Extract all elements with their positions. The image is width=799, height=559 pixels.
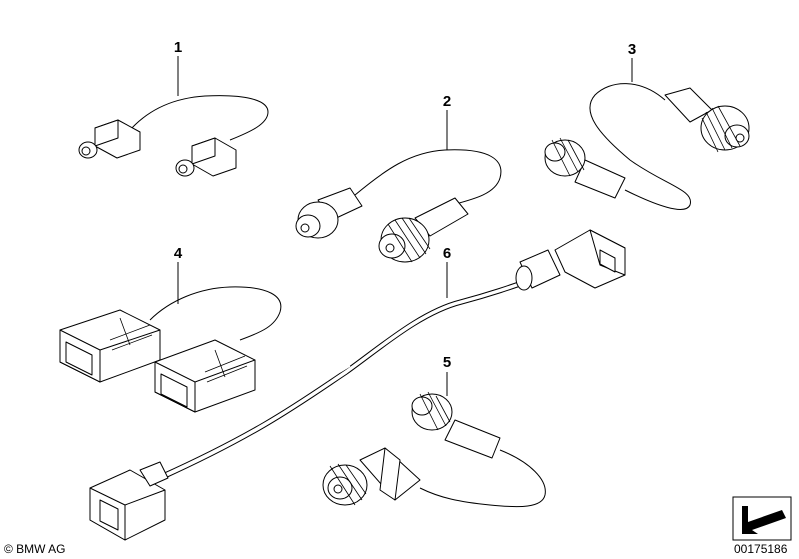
callout-4: 4 — [174, 245, 183, 262]
callout-2: 2 — [443, 93, 451, 110]
part-3-connector-top — [664, 87, 750, 153]
part-6-connector-rect — [89, 461, 169, 541]
part-2-connector-right — [378, 197, 469, 263]
part-5-connector-angled — [322, 447, 421, 506]
part-3-cable[interactable] — [544, 83, 750, 210]
callout-1: 1 — [174, 39, 182, 56]
part-4-connector-right — [154, 339, 256, 413]
part-1-connector-right — [175, 137, 237, 177]
drawing-number: 00175186 — [734, 542, 788, 556]
callout-5: 5 — [443, 354, 451, 371]
part-1-connector-left — [78, 119, 141, 159]
part-1-cable[interactable] — [78, 95, 269, 177]
part-2-cable[interactable] — [295, 149, 502, 263]
part-6-connector-angled — [515, 229, 626, 291]
copyright-text: © BMW AG — [4, 542, 66, 556]
callout-6: 6 — [443, 245, 451, 262]
part-5-connector-top — [411, 391, 501, 459]
part-3-connector-bottom — [544, 137, 626, 199]
part-5-cable[interactable] — [322, 391, 546, 508]
arrow-icon — [732, 496, 792, 541]
part-4-connector-left — [59, 309, 161, 383]
part-2-connector-left — [295, 187, 363, 239]
part-6-cable[interactable] — [89, 229, 626, 541]
part-4-cable[interactable] — [59, 286, 282, 413]
callout-3: 3 — [628, 41, 636, 58]
